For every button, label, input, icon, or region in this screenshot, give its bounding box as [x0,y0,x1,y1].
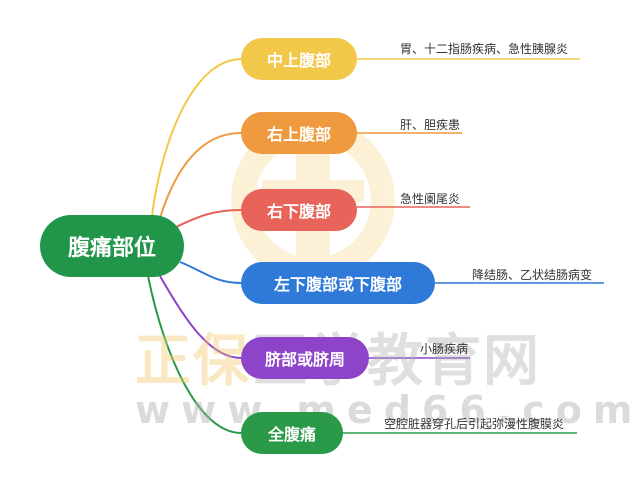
connector-curve [151,58,242,217]
branch-node-whole-abdomen: 全腹痛 [241,412,343,454]
branch-node-umbilical: 脐部或脐周 [241,337,369,379]
leaf-text-whole-abdomen: 空腔脏器穿孔后引起弥漫性腹膜炎 [384,417,565,431]
leaf-text-upper-middle: 胃、十二指肠疾病、急性胰腺炎 [400,42,569,56]
connector-curve [159,275,242,359]
root-node: 腹痛部位 [40,215,184,277]
branch-node-lower-right: 右下腹部 [241,189,357,231]
branch-node-lower-left: 左下腹部或下腹部 [241,262,435,304]
leaf-text-lower-right: 急性阑尾炎 [400,192,461,206]
leaf-text-lower-left: 降结肠、乙状结肠病变 [472,268,593,282]
connector-curve [147,275,242,434]
connector-lines [147,58,604,434]
branch-node-upper-right: 右上腹部 [241,112,357,154]
connector-curve [179,261,242,284]
branch-node-upper-middle: 中上腹部 [241,38,357,80]
leaf-text-umbilical: 小肠疾病 [420,342,469,356]
connector-curve [159,132,242,219]
leaf-text-upper-right: 肝、胆疾患 [400,118,461,132]
watermark-title-part1: 正保 [135,329,251,394]
watermark-url: www.med66.com [135,388,644,432]
connector-curve [169,209,242,231]
